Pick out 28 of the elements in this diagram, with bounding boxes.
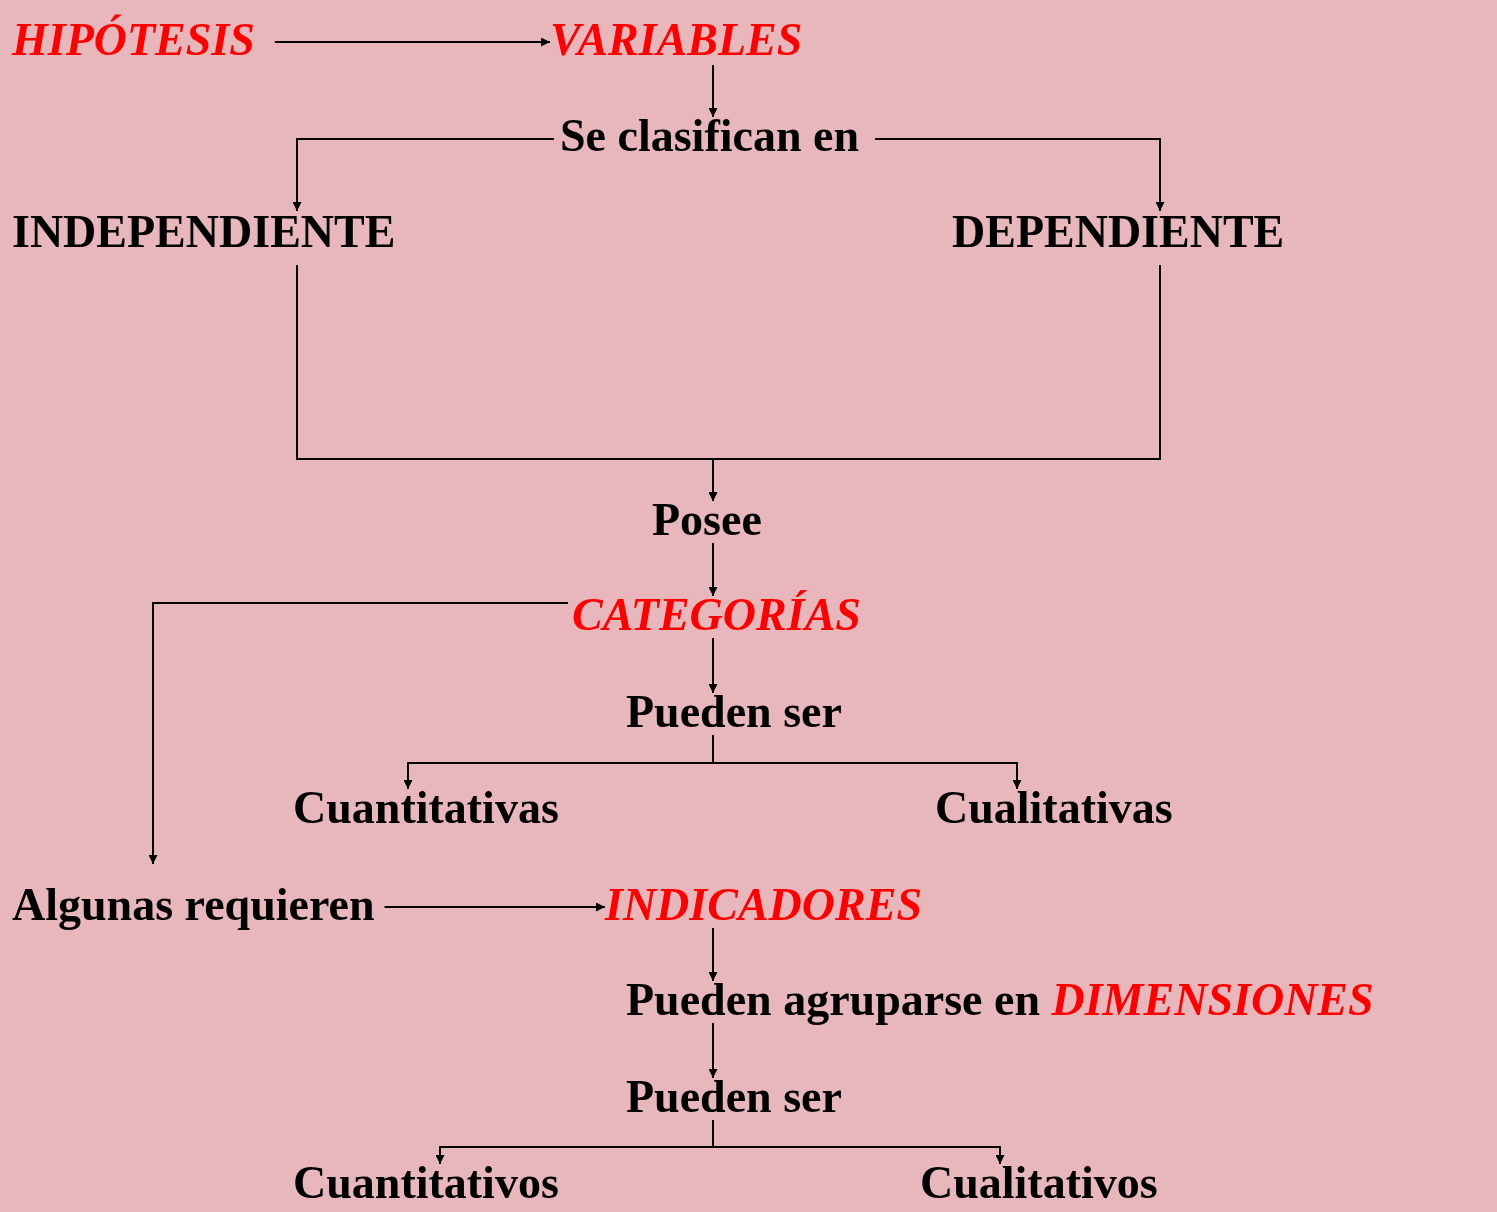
arrow — [708, 64, 718, 118]
arrow — [708, 542, 718, 597]
concept-text: Cualitativos — [920, 1160, 1158, 1206]
arrow — [383, 902, 606, 912]
concept-text: INDICADORES — [605, 882, 922, 928]
concept-text: DEPENDIENTE — [952, 209, 1285, 255]
arrow — [874, 138, 1165, 212]
concept-text: INDEPENDIENTE — [12, 209, 396, 255]
concept-text: Pueden ser — [626, 689, 842, 735]
concept-text: Cuantitativos — [293, 1160, 559, 1206]
concept-text: Pueden agruparse en DIMENSIONES — [626, 977, 1374, 1023]
concept-text: Cuantitativas — [293, 785, 559, 831]
concept-text: Se clasifican en — [560, 113, 859, 159]
arrow — [148, 602, 569, 865]
concept-text: Pueden ser — [626, 1074, 842, 1120]
concept-text: Cualitativas — [935, 785, 1173, 831]
arrow — [712, 734, 1022, 790]
arrow — [708, 264, 1161, 502]
arrow — [273, 37, 551, 47]
concept-text: VARIABLES — [550, 17, 803, 63]
concept-text: CATEGORÍAS — [572, 592, 861, 638]
concept-text: Algunas requieren — [12, 882, 375, 928]
arrow — [292, 138, 555, 212]
concept-text: Posee — [652, 497, 762, 543]
arrow — [708, 1022, 718, 1079]
arrow — [712, 1119, 1005, 1165]
arrow — [708, 637, 718, 694]
arrow — [708, 927, 718, 982]
